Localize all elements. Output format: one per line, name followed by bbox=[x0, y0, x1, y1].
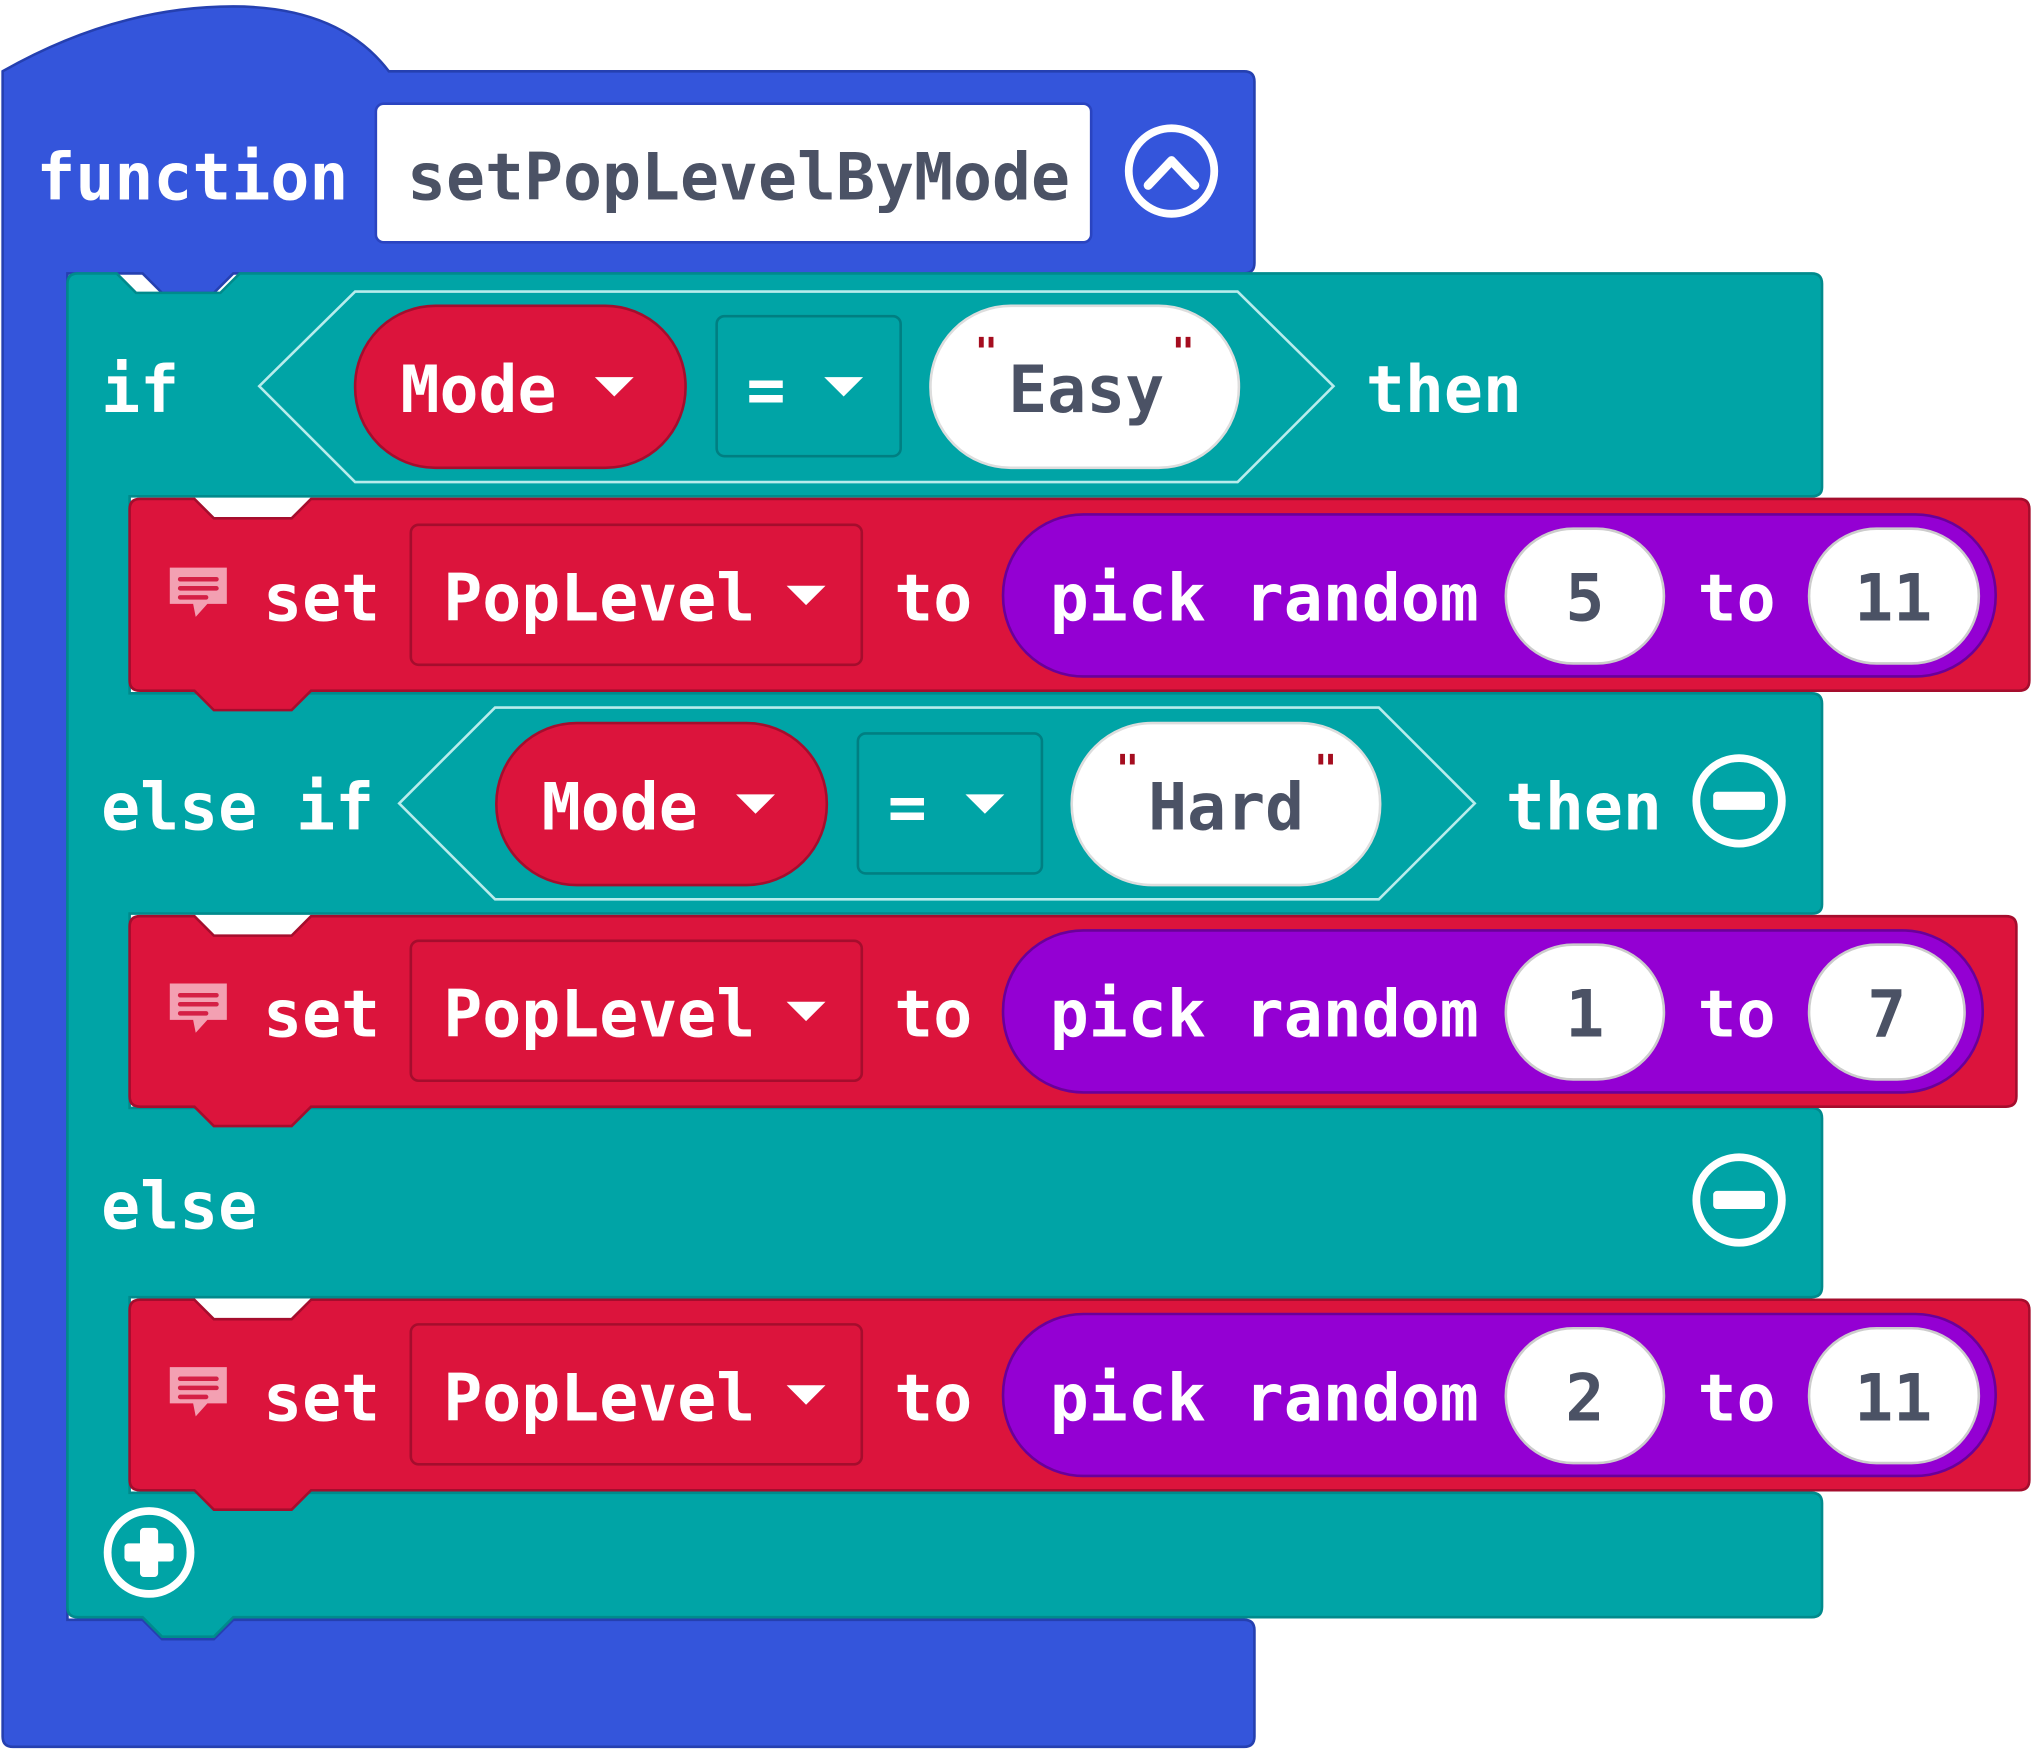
variable-dropdown[interactable]: PopLevel bbox=[409, 939, 864, 1083]
variable-dropdown[interactable]: PopLevel bbox=[409, 1323, 864, 1466]
mode-variable-dropdown[interactable]: Mode bbox=[353, 304, 687, 470]
comment-icon[interactable] bbox=[169, 983, 227, 1033]
string-value-label: Easy bbox=[1008, 353, 1164, 428]
number-input-from[interactable]: 5 bbox=[1504, 527, 1666, 665]
open-quote-icon: " bbox=[975, 330, 998, 375]
mode-variable-dropdown[interactable]: Mode bbox=[495, 721, 829, 887]
to-keyword: to bbox=[1698, 1361, 1776, 1436]
pick-random-label: pick random bbox=[1050, 562, 1479, 637]
if-else-block[interactable]: if Mode = " Easy " then else if bbox=[66, 272, 1824, 1638]
set-keyword: set bbox=[263, 1361, 380, 1436]
else-if-keyword: else if bbox=[101, 770, 374, 845]
function-block[interactable]: function setPopLevelByMode bbox=[1, 5, 1256, 1749]
dropdown-arrow-icon bbox=[594, 377, 634, 397]
string-value-label: Hard bbox=[1148, 770, 1304, 845]
dropdown-arrow-icon bbox=[824, 377, 864, 397]
minus-circle-icon[interactable] bbox=[1692, 754, 1786, 848]
pick-random-block[interactable]: pick random 2 to 11 bbox=[1001, 1312, 1997, 1478]
dropdown-arrow-icon bbox=[786, 585, 826, 606]
close-quote-icon: " bbox=[1314, 748, 1337, 793]
string-value-hard[interactable]: " Hard " bbox=[1070, 721, 1382, 887]
variable-name: PopLevel bbox=[443, 978, 755, 1053]
dropdown-arrow-icon bbox=[786, 1385, 826, 1405]
string-value-easy[interactable]: " Easy " bbox=[929, 304, 1241, 470]
condition-easy[interactable]: Mode = " Easy " bbox=[257, 290, 1336, 484]
set-keyword: set bbox=[263, 562, 380, 637]
variable-name: PopLevel bbox=[443, 1361, 755, 1436]
to-keyword: to bbox=[894, 978, 972, 1053]
else-keyword: else bbox=[101, 1169, 257, 1244]
close-quote-icon: " bbox=[1172, 330, 1195, 375]
function-name: setPopLevelByMode bbox=[407, 141, 1070, 216]
number-input-to[interactable]: 11 bbox=[1807, 1326, 1981, 1465]
pick-random-block[interactable]: pick random 1 to 7 bbox=[1001, 929, 1985, 1094]
set-keyword: set bbox=[263, 978, 380, 1053]
open-quote-icon: " bbox=[1116, 748, 1139, 793]
operator-label: = bbox=[746, 353, 785, 428]
pick-random-block[interactable]: pick random 5 to 11 bbox=[1001, 513, 1997, 678]
pick-random-label: pick random bbox=[1050, 978, 1479, 1053]
dropdown-arrow-icon bbox=[736, 794, 775, 814]
number-value: 1 bbox=[1565, 978, 1604, 1053]
plus-circle-icon[interactable] bbox=[103, 1507, 195, 1598]
chevron-up-circle-icon[interactable] bbox=[1124, 124, 1219, 218]
number-input-from[interactable]: 2 bbox=[1504, 1326, 1666, 1465]
mode-variable-label: Mode bbox=[542, 770, 698, 845]
number-input-to[interactable]: 11 bbox=[1807, 527, 1981, 665]
operator-dropdown[interactable]: = bbox=[856, 732, 1044, 875]
to-keyword: to bbox=[1698, 978, 1776, 1053]
if-keyword: if bbox=[101, 353, 179, 428]
then-keyword: then bbox=[1366, 353, 1522, 428]
set-variable-block[interactable]: set PopLevel to pick random 5 to 11 bbox=[128, 497, 2031, 712]
function-keyword: function bbox=[36, 141, 348, 216]
comment-icon[interactable] bbox=[169, 1367, 227, 1417]
pick-random-label: pick random bbox=[1050, 1361, 1479, 1436]
to-keyword: to bbox=[894, 562, 972, 637]
number-value: 11 bbox=[1854, 562, 1932, 637]
minus-circle-icon[interactable] bbox=[1692, 1153, 1786, 1247]
number-value: 11 bbox=[1854, 1361, 1932, 1436]
set-variable-block[interactable]: set PopLevel to pick random 2 to 11 bbox=[128, 1298, 2031, 1511]
number-value: 2 bbox=[1565, 1361, 1604, 1436]
then-keyword: then bbox=[1506, 770, 1662, 845]
number-value: 7 bbox=[1867, 978, 1906, 1053]
to-keyword: to bbox=[894, 1361, 972, 1436]
operator-dropdown[interactable]: = bbox=[715, 314, 902, 458]
condition-hard[interactable]: Mode = " Hard " bbox=[397, 706, 1477, 901]
to-keyword: to bbox=[1698, 562, 1776, 637]
dropdown-arrow-icon bbox=[965, 794, 1005, 814]
operator-label: = bbox=[888, 770, 927, 845]
number-input-to[interactable]: 7 bbox=[1807, 943, 1966, 1081]
mode-variable-label: Mode bbox=[400, 353, 556, 428]
variable-dropdown[interactable]: PopLevel bbox=[409, 523, 864, 667]
set-variable-block[interactable]: set PopLevel to pick random 1 to 7 bbox=[128, 914, 2018, 1128]
comment-icon[interactable] bbox=[169, 567, 227, 617]
number-value: 5 bbox=[1565, 562, 1604, 637]
dropdown-arrow-icon bbox=[786, 1001, 826, 1022]
variable-name: PopLevel bbox=[443, 562, 755, 637]
function-name-field[interactable]: setPopLevelByMode bbox=[374, 102, 1093, 244]
number-input-from[interactable]: 1 bbox=[1504, 943, 1666, 1081]
